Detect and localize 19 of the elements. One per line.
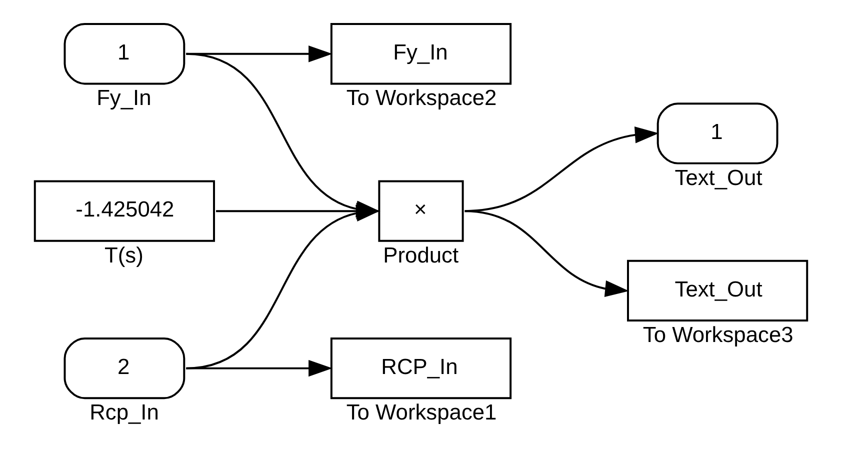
node-label: Product <box>382 242 458 268</box>
node-box: 2 <box>63 337 185 400</box>
node-box: Fy_In <box>330 23 512 85</box>
node-label: Rcp_In <box>89 400 158 425</box>
node-label: To Workspace1 <box>346 400 496 425</box>
node-box: 1 <box>63 23 185 85</box>
node-box: Text_Out <box>626 260 808 322</box>
arrow <box>186 204 380 370</box>
node-box: RCP_In <box>330 337 512 400</box>
node-label: T(s) <box>104 242 143 268</box>
node-label: To Workspace3 <box>642 322 793 348</box>
node-box: × <box>378 180 464 242</box>
node-box: -1.425042 <box>33 180 214 242</box>
node-label: To Workspace2 <box>346 85 496 110</box>
arrow <box>464 210 628 298</box>
node-label: Fy_In <box>96 85 151 110</box>
node-label: Text_Out <box>674 164 762 190</box>
node-box: 1 <box>656 102 778 164</box>
arrow <box>186 360 332 377</box>
